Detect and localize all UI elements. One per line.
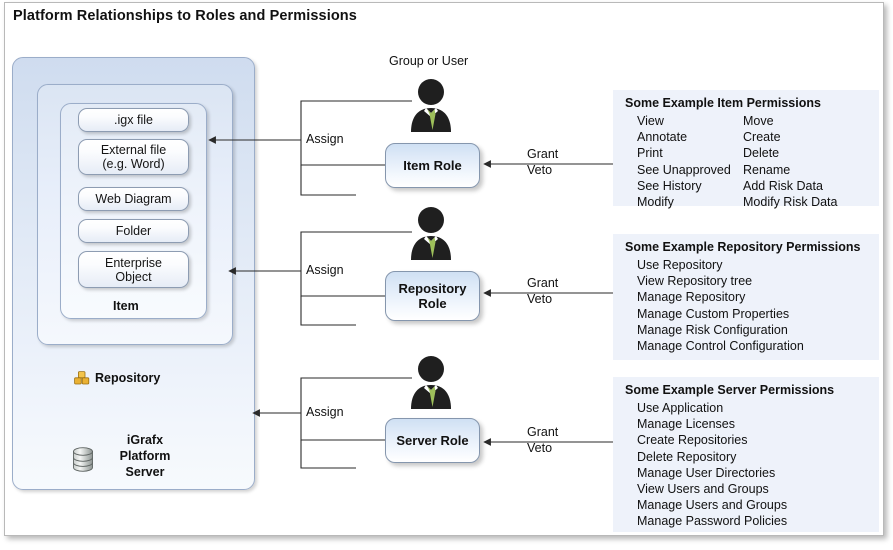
- platform-server-label: iGrafx Platform Server: [119, 433, 171, 479]
- item-web-diagram: Web Diagram: [78, 187, 189, 211]
- permission-item: Manage Control Configuration: [637, 339, 804, 354]
- item-igx-file: .igx file: [78, 108, 189, 132]
- permission-item: Modify Risk Data: [743, 195, 838, 210]
- assign-label: Assign: [306, 263, 344, 277]
- permission-item: See Unapproved: [637, 162, 731, 177]
- veto-label: Veto: [527, 163, 553, 177]
- permission-item: Print: [637, 146, 663, 161]
- permission-item: Create Repositories: [637, 433, 748, 448]
- item-role-box[interactable]: Item Role: [385, 143, 480, 188]
- permission-item: Add Risk Data: [743, 178, 823, 193]
- permission-item: Manage Users and Groups: [637, 498, 788, 513]
- item-external-file: External file (e.g. Word): [78, 139, 189, 175]
- permissions-column: Move Create Delete Rename Add Risk Data …: [743, 113, 837, 210]
- person-icon: [411, 79, 451, 132]
- repository-permissions-panel: Some Example Repository Permissions Use …: [613, 234, 879, 360]
- grant-label: Grant: [527, 147, 559, 161]
- item-label: .igx file: [114, 113, 153, 127]
- permissions-title: Some Example Repository Permissions: [625, 240, 861, 254]
- item-container-label: Item: [113, 299, 139, 313]
- repository-container-label: Repository: [95, 371, 161, 385]
- role-label: Repository Role: [398, 281, 467, 311]
- permission-item: Manage Risk Configuration: [637, 322, 788, 337]
- person-icon: [411, 207, 451, 260]
- item-enterprise-object: Enterprise Object: [78, 251, 189, 288]
- permission-item: View Repository tree: [637, 274, 753, 289]
- permission-item: Create: [743, 130, 781, 145]
- grant-label: Grant: [527, 276, 559, 290]
- item-label: Enterprise Object: [105, 255, 162, 284]
- permission-item: View: [637, 114, 664, 128]
- permissions-title: Some Example Server Permissions: [625, 383, 835, 397]
- permission-item: Use Repository: [637, 258, 723, 272]
- role-label: Server Role: [396, 433, 469, 448]
- permissions-column: View Annotate Print See Unapproved See H…: [637, 113, 743, 210]
- packages-icon: [74, 371, 90, 385]
- server-permissions-panel: Some Example Server Permissions Use Appl…: [613, 377, 879, 532]
- permission-item: Use Application: [637, 401, 724, 415]
- permission-item: Rename: [743, 162, 791, 177]
- veto-label: Veto: [527, 441, 553, 455]
- item-label: Web Diagram: [95, 192, 172, 206]
- permission-item: Delete Repository: [637, 449, 737, 464]
- permission-item: Manage Licenses: [637, 417, 735, 432]
- permissions-column: Use Repository View Repository tree Mana…: [637, 257, 804, 354]
- permission-item: Manage User Directories: [637, 465, 776, 480]
- permission-item: Manage Password Policies: [637, 514, 788, 529]
- item-label: Folder: [115, 224, 152, 238]
- permissions-title: Some Example Item Permissions: [625, 96, 821, 110]
- permission-item: Move: [743, 114, 774, 128]
- server-role-box[interactable]: Server Role: [385, 418, 480, 463]
- item-folder: Folder: [78, 219, 189, 243]
- assign-label: Assign: [306, 405, 344, 419]
- assign-label: Assign: [306, 132, 344, 146]
- veto-label: Veto: [527, 292, 553, 306]
- permission-item: Modify: [637, 195, 674, 210]
- item-permissions-panel: Some Example Item Permissions View Annot…: [613, 90, 879, 209]
- permissions-column: Use Application Manage Licenses Create R…: [637, 400, 787, 530]
- person-icon: [411, 356, 451, 409]
- permission-item: Manage Custom Properties: [637, 306, 790, 321]
- permission-item: See History: [637, 178, 702, 193]
- permission-item: Delete: [743, 146, 780, 161]
- permission-item: Annotate: [637, 130, 688, 145]
- permission-item: View Users and Groups: [637, 482, 769, 497]
- permission-item: Manage Repository: [637, 290, 746, 305]
- repository-role-box[interactable]: Repository Role: [385, 271, 480, 321]
- group-or-user-label: Group or User: [389, 54, 469, 68]
- database-icon: [73, 447, 93, 472]
- page-title: Platform Relationships to Roles and Perm…: [13, 8, 357, 24]
- role-label: Item Role: [403, 158, 462, 173]
- grant-label: Grant: [527, 425, 559, 439]
- item-label: External file (e.g. Word): [100, 143, 167, 171]
